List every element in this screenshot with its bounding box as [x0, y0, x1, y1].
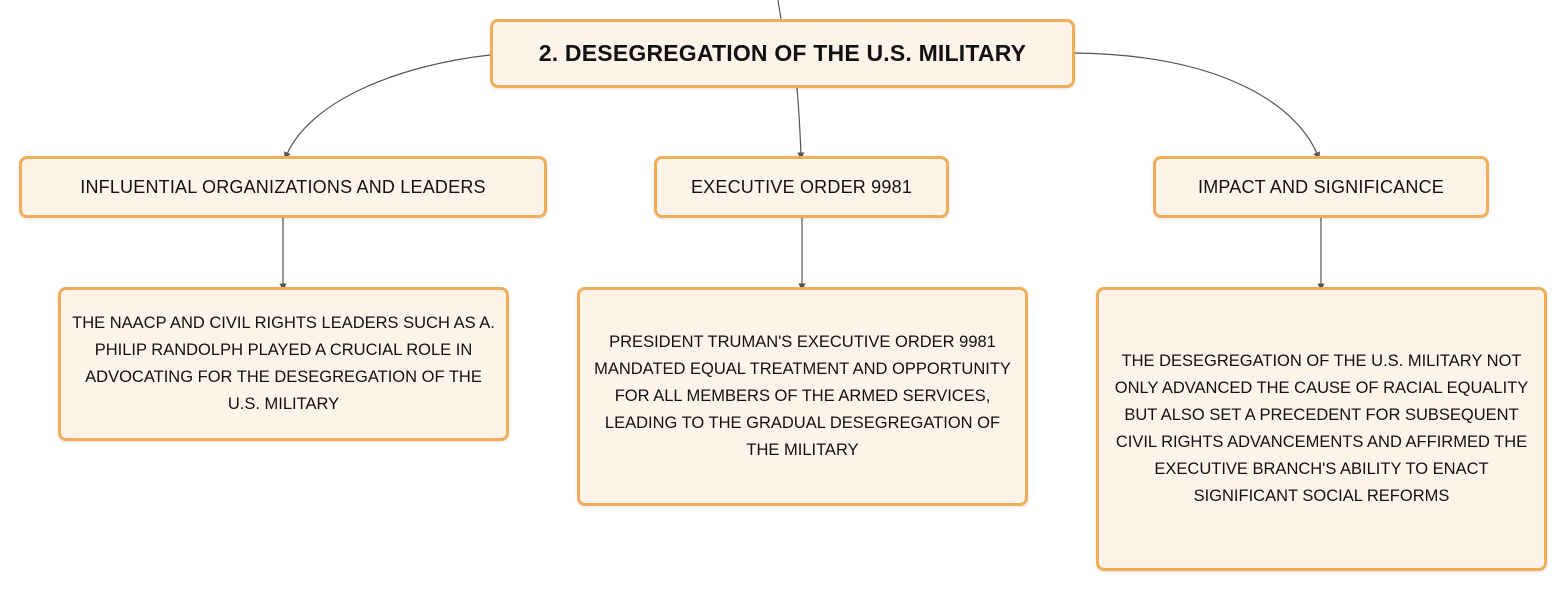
detail-node-executive-order[interactable]: PRESIDENT TRUMAN'S EXECUTIVE ORDER 9981 …	[577, 287, 1028, 506]
branch-node-influential-organizations[interactable]: INFLUENTIAL ORGANIZATIONS AND LEADERS	[19, 156, 547, 218]
root-node[interactable]: 2. DESEGREGATION OF THE U.S. MILITARY	[490, 19, 1075, 88]
branch-node-label: EXECUTIVE ORDER 9981	[690, 176, 913, 197]
branch-node-executive-order[interactable]: EXECUTIVE ORDER 9981	[654, 156, 949, 218]
connector-from-parent	[777, 0, 782, 20]
branch-node-label: IMPACT AND SIGNIFICANCE	[1198, 176, 1444, 197]
detail-node-text: PRESIDENT TRUMAN'S EXECUTIVE ORDER 9981 …	[594, 333, 1011, 459]
detail-node-text: THE NAACP AND CIVIL RIGHTS LEADERS SUCH …	[72, 314, 495, 413]
connector-root-to-impact	[1074, 52, 1321, 160]
root-node-label: 2. DESEGREGATION OF THE U.S. MILITARY	[538, 40, 1027, 66]
branch-node-impact[interactable]: IMPACT AND SIGNIFICANCE	[1153, 156, 1489, 218]
detail-node-impact[interactable]: THE DESEGREGATION OF THE U.S. MILITARY N…	[1096, 287, 1547, 571]
detail-node-text: THE DESEGREGATION OF THE U.S. MILITARY N…	[1114, 352, 1529, 505]
connector-root-to-orgs	[284, 54, 491, 160]
detail-node-influential-organizations[interactable]: THE NAACP AND CIVIL RIGHTS LEADERS SUCH …	[58, 287, 509, 441]
connector-root-to-eo	[796, 87, 805, 160]
branch-node-label: INFLUENTIAL ORGANIZATIONS AND LEADERS	[80, 176, 486, 197]
